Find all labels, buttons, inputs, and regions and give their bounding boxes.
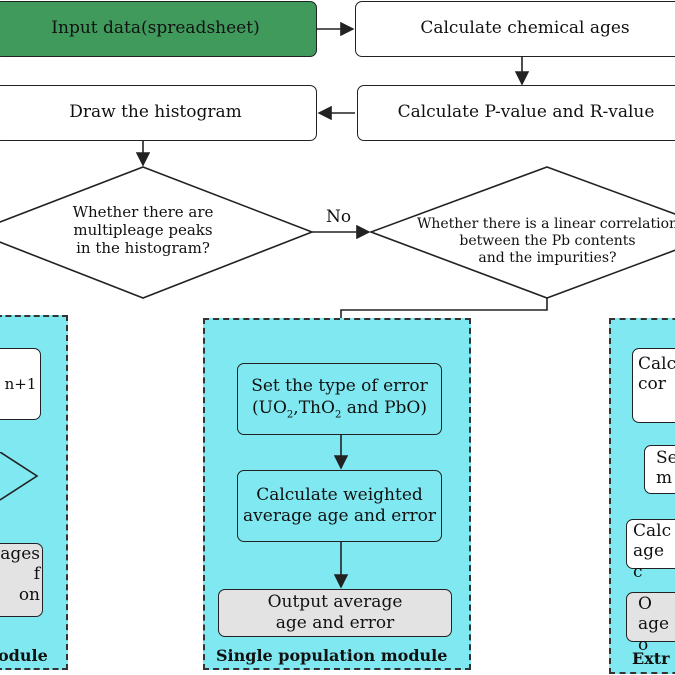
decision-right-text: Whether there is a linear correlation be… [416,216,675,266]
calculate-ages-label: Calculate chemical ages [420,18,630,39]
right-module-box-3-label: Calc age c [633,521,672,582]
histogram-box: Draw the histogram [0,85,317,141]
no-label-top: No [326,207,352,227]
right-module-title: Extr [632,649,670,668]
input-data-label: Input data(spreadsheet) [51,18,260,39]
right-module-box-3 [626,519,675,569]
output-average-label: Output average age and error [267,591,403,633]
left-module-box-1-label: n+1 [4,374,37,393]
histogram-label: Draw the histogram [69,102,242,123]
calculate-ages-box: Calculate chemical ages [355,1,675,57]
error-type-label: Set the type of error [251,376,428,397]
right-module-box-1 [632,348,675,423]
calculate-pr-box: Calculate P-value and R-value [357,85,675,141]
right-module-box-1-label: Calc cor [638,354,675,395]
left-module-output-label: ages f on [0,544,40,605]
left-module-output-box [0,543,43,617]
weighted-average-box: Calculate weighted average age and error [237,470,442,542]
calculate-pr-label: Calculate P-value and R-value [397,102,655,123]
input-data-box: Input data(spreadsheet) [0,1,317,57]
error-type-box: Set the type of error (UO2,ThO2 and PbO) [237,363,442,435]
left-module-box-1: n+1 [0,348,41,420]
left-module-diamond [0,452,39,501]
right-module-output-box [626,592,675,642]
right-module-box-2-label: Se m [656,448,675,489]
output-average-box: Output average age and error [218,589,452,637]
left-module-title: odule [0,646,48,665]
right-module-output-label: O age o [638,594,670,655]
decision-left-text: Whether there are multipleage peaks in t… [72,203,214,257]
weighted-average-label: Calculate weighted average age and error [243,484,436,526]
right-module-box-2 [644,445,675,494]
error-type-formula: (UO2,ThO2 and PbO) [252,397,427,421]
single-population-title: Single population module [216,646,448,665]
decision-diamond-left [0,166,315,299]
